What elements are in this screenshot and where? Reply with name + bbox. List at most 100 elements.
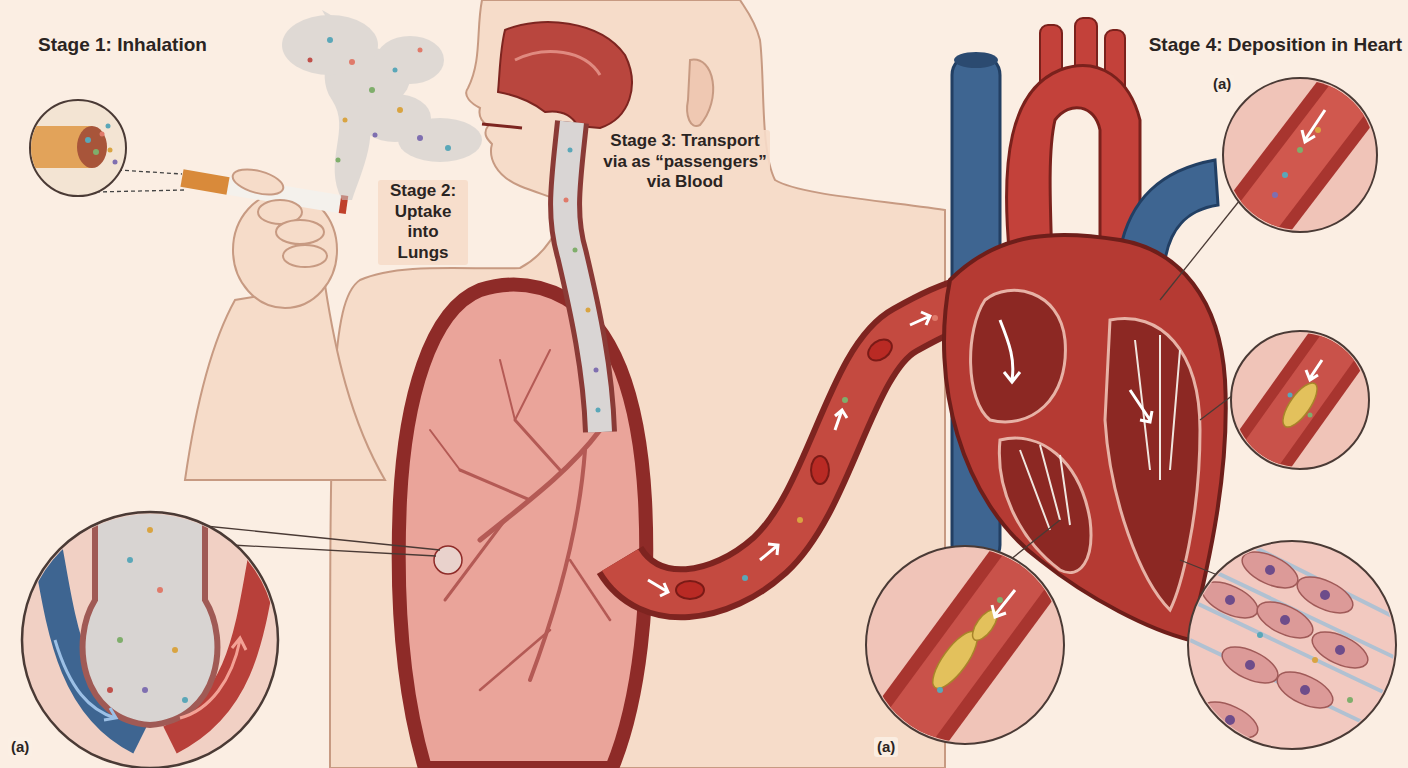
cigarette-inset-part-part [93, 149, 99, 155]
stage-label: Stage 1: Inhalation [38, 33, 207, 56]
smoke-particles-part [369, 87, 375, 93]
heart-part [971, 290, 1066, 422]
alveolus-inset-part-part [180, 638, 246, 718]
stage-label: Stage 3: Transport via as “passengers” v… [600, 130, 770, 194]
hand [182, 165, 385, 480]
alveolus-inset-part-part [147, 527, 153, 533]
alveolus-inset-part-part [83, 505, 218, 725]
lung-part-part [515, 350, 550, 420]
heart-part [1130, 390, 1152, 422]
panel-letter: (a) [8, 737, 32, 757]
vessel-inset-part-part [997, 597, 1003, 603]
plaque-inset-part-part [1250, 330, 1350, 470]
smoke-particles-part [418, 48, 423, 53]
label-slot: Stage 1: Inhalation [38, 33, 207, 56]
smoke-particles-part [393, 68, 398, 73]
airway-part [596, 408, 601, 413]
body-figure-part [515, 52, 600, 75]
lung-part-part [515, 420, 560, 470]
cigarette-inset-part-part [100, 132, 105, 137]
lung-part-part [570, 560, 610, 620]
smoke-part [376, 36, 444, 84]
cigarette-inset-part [96, 190, 184, 192]
blood-vessel-part [864, 335, 896, 365]
blood-vessel-part [648, 580, 668, 596]
cigarette-inset [20, 100, 184, 196]
smoke-particles-part [343, 118, 348, 123]
label-slot: (a) [1210, 74, 1234, 94]
leader-lines-part [1200, 395, 1233, 420]
smoke-particles-part [373, 133, 378, 138]
alveolus-inset-part-part [117, 637, 123, 643]
smoke-particles-part [327, 37, 333, 43]
alveolus-inset-part-part [182, 697, 188, 703]
cigarette-inset-part-part [85, 137, 91, 143]
hand-part [182, 178, 228, 186]
smoke [282, 10, 482, 200]
alveolus-inset [22, 505, 278, 768]
heart-part [1007, 66, 1140, 260]
artery-inset-part-part [1297, 147, 1303, 153]
muscle-inset-part-part [1265, 565, 1275, 575]
smoke-particles-part [308, 58, 313, 63]
muscle-inset-part-part [1347, 697, 1353, 703]
muscle-inset-part-part [1272, 665, 1338, 716]
alveolus-inset-part-part [107, 687, 113, 693]
panel-letter: (a) [1210, 74, 1234, 94]
blood-vessel-part [932, 315, 938, 321]
blood-vessel-part [835, 410, 847, 430]
smoke-particles-part [445, 145, 451, 151]
hand-part [230, 165, 286, 200]
blood-vessel-part [760, 544, 778, 560]
muscle-inset-part-part [1300, 685, 1310, 695]
stage-label: Stage 4: Deposition in Heart [1149, 33, 1402, 56]
smoke-particles [308, 37, 452, 163]
airway-part [594, 368, 599, 373]
muscle-inset-part [1190, 520, 1400, 745]
muscle-inset-part-part [1252, 595, 1318, 646]
blood-vessel-part [842, 397, 848, 403]
cigarette-inset-part-part [113, 160, 118, 165]
blood-vessel-part [620, 300, 975, 593]
leader-lines [205, 200, 1240, 580]
heart-part-part [1020, 445, 1070, 530]
cigarette-inset-part [20, 124, 118, 169]
airway-part [586, 308, 591, 313]
artery-inset-part [1240, 70, 1370, 240]
blood-vessel-part [742, 575, 748, 581]
muscle-inset-part-part [1217, 640, 1283, 691]
muscle-inset-part-part [1237, 545, 1303, 596]
alveolus-inset-part-part [172, 647, 178, 653]
airway-part [565, 122, 600, 432]
artery-inset-part-part [1315, 127, 1321, 133]
smoke-particles-part [336, 158, 341, 163]
vessel-inset-part-part [900, 550, 1040, 740]
cigarette-inset-part-part [77, 126, 107, 168]
lung-part-part [500, 360, 515, 420]
airway-part [565, 122, 600, 432]
smoke-part [282, 15, 378, 75]
leader-lines-part [205, 526, 440, 550]
body-figure-part [482, 124, 522, 128]
artery-inset-part-part [1240, 70, 1370, 240]
label-slot: (a) [874, 737, 898, 757]
alveolus-inset-part-part [142, 687, 148, 693]
plaque-inset-part-part [1308, 413, 1313, 418]
muscle-inset-part-part [1225, 715, 1235, 725]
heart [944, 18, 1226, 640]
muscle-inset-part-part [1312, 657, 1318, 663]
airway-part [568, 148, 573, 153]
heart-part [1000, 320, 1020, 382]
alveolus-inset-part-part [127, 557, 133, 563]
vessel-inset-part-part [992, 590, 1015, 617]
plaque-inset-part-part [1250, 330, 1350, 470]
body-figure-part [687, 60, 713, 126]
alveolus-inset-part [40, 505, 270, 740]
blood-vessel [620, 300, 975, 599]
muscle-inset-part-part [1320, 590, 1330, 600]
muscle-inset-part-part [1307, 625, 1373, 676]
muscle-inset-part-part [1225, 595, 1235, 605]
label-slot: Stage 4: Deposition in Heart [1149, 33, 1402, 56]
alveolus-inset-part-part [157, 587, 163, 593]
